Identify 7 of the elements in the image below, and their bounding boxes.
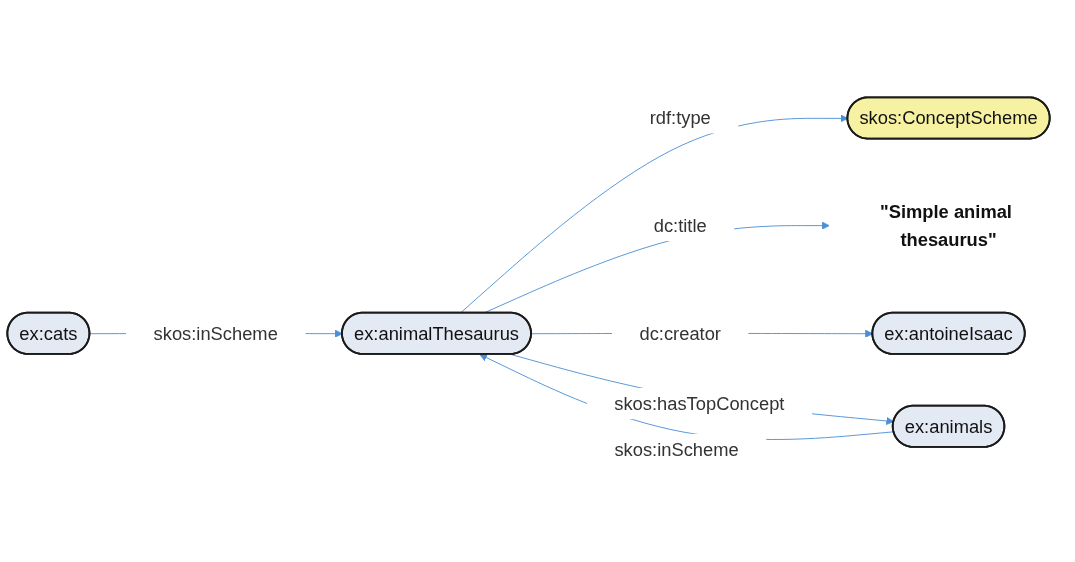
edge-label: skos:inScheme — [153, 323, 278, 344]
edge-label: skos:inScheme — [614, 439, 739, 460]
edge-label: dc:creator — [639, 323, 721, 344]
edge-label: skos:hasTopConcept — [614, 393, 785, 414]
edge-label: rdf:type — [649, 107, 711, 128]
edge-label: dc:title — [653, 215, 707, 236]
node-text: "Simple animal thesaurus" — [880, 201, 1012, 250]
